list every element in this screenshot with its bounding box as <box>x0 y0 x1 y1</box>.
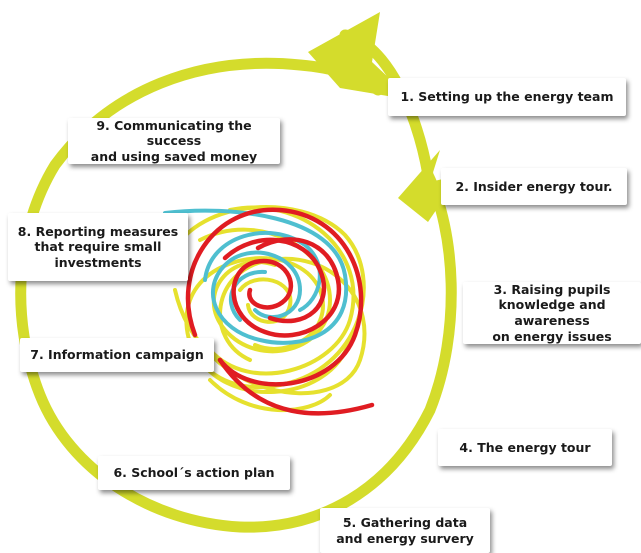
step-8-label: 8. Reporting measures that require small… <box>17 223 179 270</box>
step-2-label: 2. Insider energy tour. <box>455 178 613 194</box>
step-5-label: 5. Gathering data and energy survery <box>336 514 474 546</box>
step-2-box: 2. Insider energy tour. <box>441 168 627 205</box>
cycle-arrowhead-top <box>308 12 412 100</box>
step-8-box: 8. Reporting measures that require small… <box>8 213 188 281</box>
step-7-box: 7. Information campaign <box>20 338 214 372</box>
step-5-box: 5. Gathering data and energy survery <box>320 508 490 553</box>
step-1-box: 1. Setting up the energy team <box>388 78 626 116</box>
step-3-label: 3. Raising pupils knowledge and awarenes… <box>492 281 612 344</box>
cycle-ring <box>15 29 457 533</box>
cycle-arrowhead-right <box>398 150 460 222</box>
step-4-label: 4. The energy tour <box>459 439 591 455</box>
step-9-box: 9. Communicating the success and using s… <box>68 118 280 164</box>
step-7-label: 7. Information campaign <box>30 347 204 363</box>
scribble-red <box>185 207 375 416</box>
step-6-box: 6. School´s action plan <box>98 456 290 490</box>
step-3-box: 3. Raising pupils knowledge and awarenes… <box>463 282 641 344</box>
step-4-box: 4. The energy tour <box>438 429 612 466</box>
step-9-label: 9. Communicating the success and using s… <box>90 117 258 164</box>
step-6-label: 6. School´s action plan <box>113 465 275 481</box>
step-1-label: 1. Setting up the energy team <box>400 89 614 105</box>
